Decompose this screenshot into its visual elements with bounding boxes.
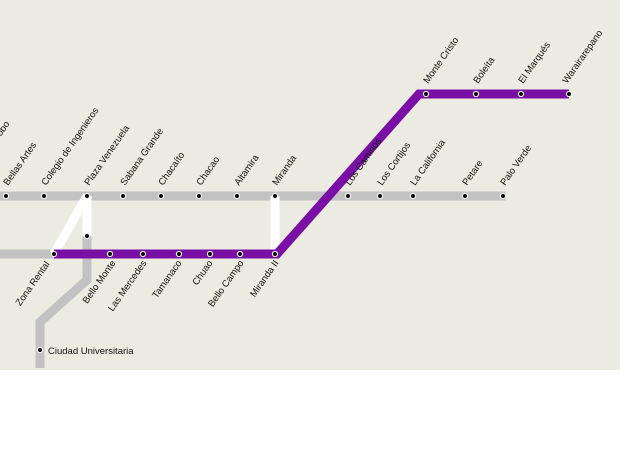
station-dot-miranda-ii xyxy=(271,250,279,258)
station-dot-ciudad-universitaria xyxy=(36,346,44,354)
station-dot-miranda xyxy=(271,192,279,200)
station-dot-chacaito xyxy=(157,192,165,200)
station-dot-sabana-grande xyxy=(119,192,127,200)
station-dot-boleita xyxy=(472,90,480,98)
transfer-plaza-venezuela-zona-rental xyxy=(50,193,91,257)
station-dot-monte-cristo xyxy=(422,90,430,98)
transfer-connectors xyxy=(50,193,280,257)
station-dot-altamira xyxy=(233,192,241,200)
station-dot-bello-monte xyxy=(106,250,114,258)
station-dot-petare xyxy=(461,192,469,200)
station-dot-transfer-south xyxy=(83,232,91,240)
station-dot-zona-rental xyxy=(50,250,58,258)
line-purple xyxy=(54,89,569,259)
station-dot-tamanaco xyxy=(175,250,183,258)
station-dot-chuao xyxy=(206,250,214,258)
station-dot-el-marques xyxy=(517,90,525,98)
station-dot-colegio-de-ingenieros xyxy=(40,192,48,200)
station-dot-palo-verde xyxy=(499,192,507,200)
station-label-ciudad-universitaria: Ciudad Universitaria xyxy=(48,346,134,357)
station-dots xyxy=(2,90,573,354)
station-dot-las-mercedes xyxy=(139,250,147,258)
station-dot-la-california xyxy=(409,192,417,200)
station-dot-los-caminos xyxy=(344,192,352,200)
station-dot-plaza-venezuela xyxy=(83,192,91,200)
station-dot-los-cortijos xyxy=(376,192,384,200)
station-dot-bello-campo xyxy=(236,250,244,258)
station-dot-warairarepano xyxy=(565,90,573,98)
station-dot-bellas-artes xyxy=(2,192,10,200)
station-dot-chacao xyxy=(195,192,203,200)
map-background xyxy=(0,0,620,370)
